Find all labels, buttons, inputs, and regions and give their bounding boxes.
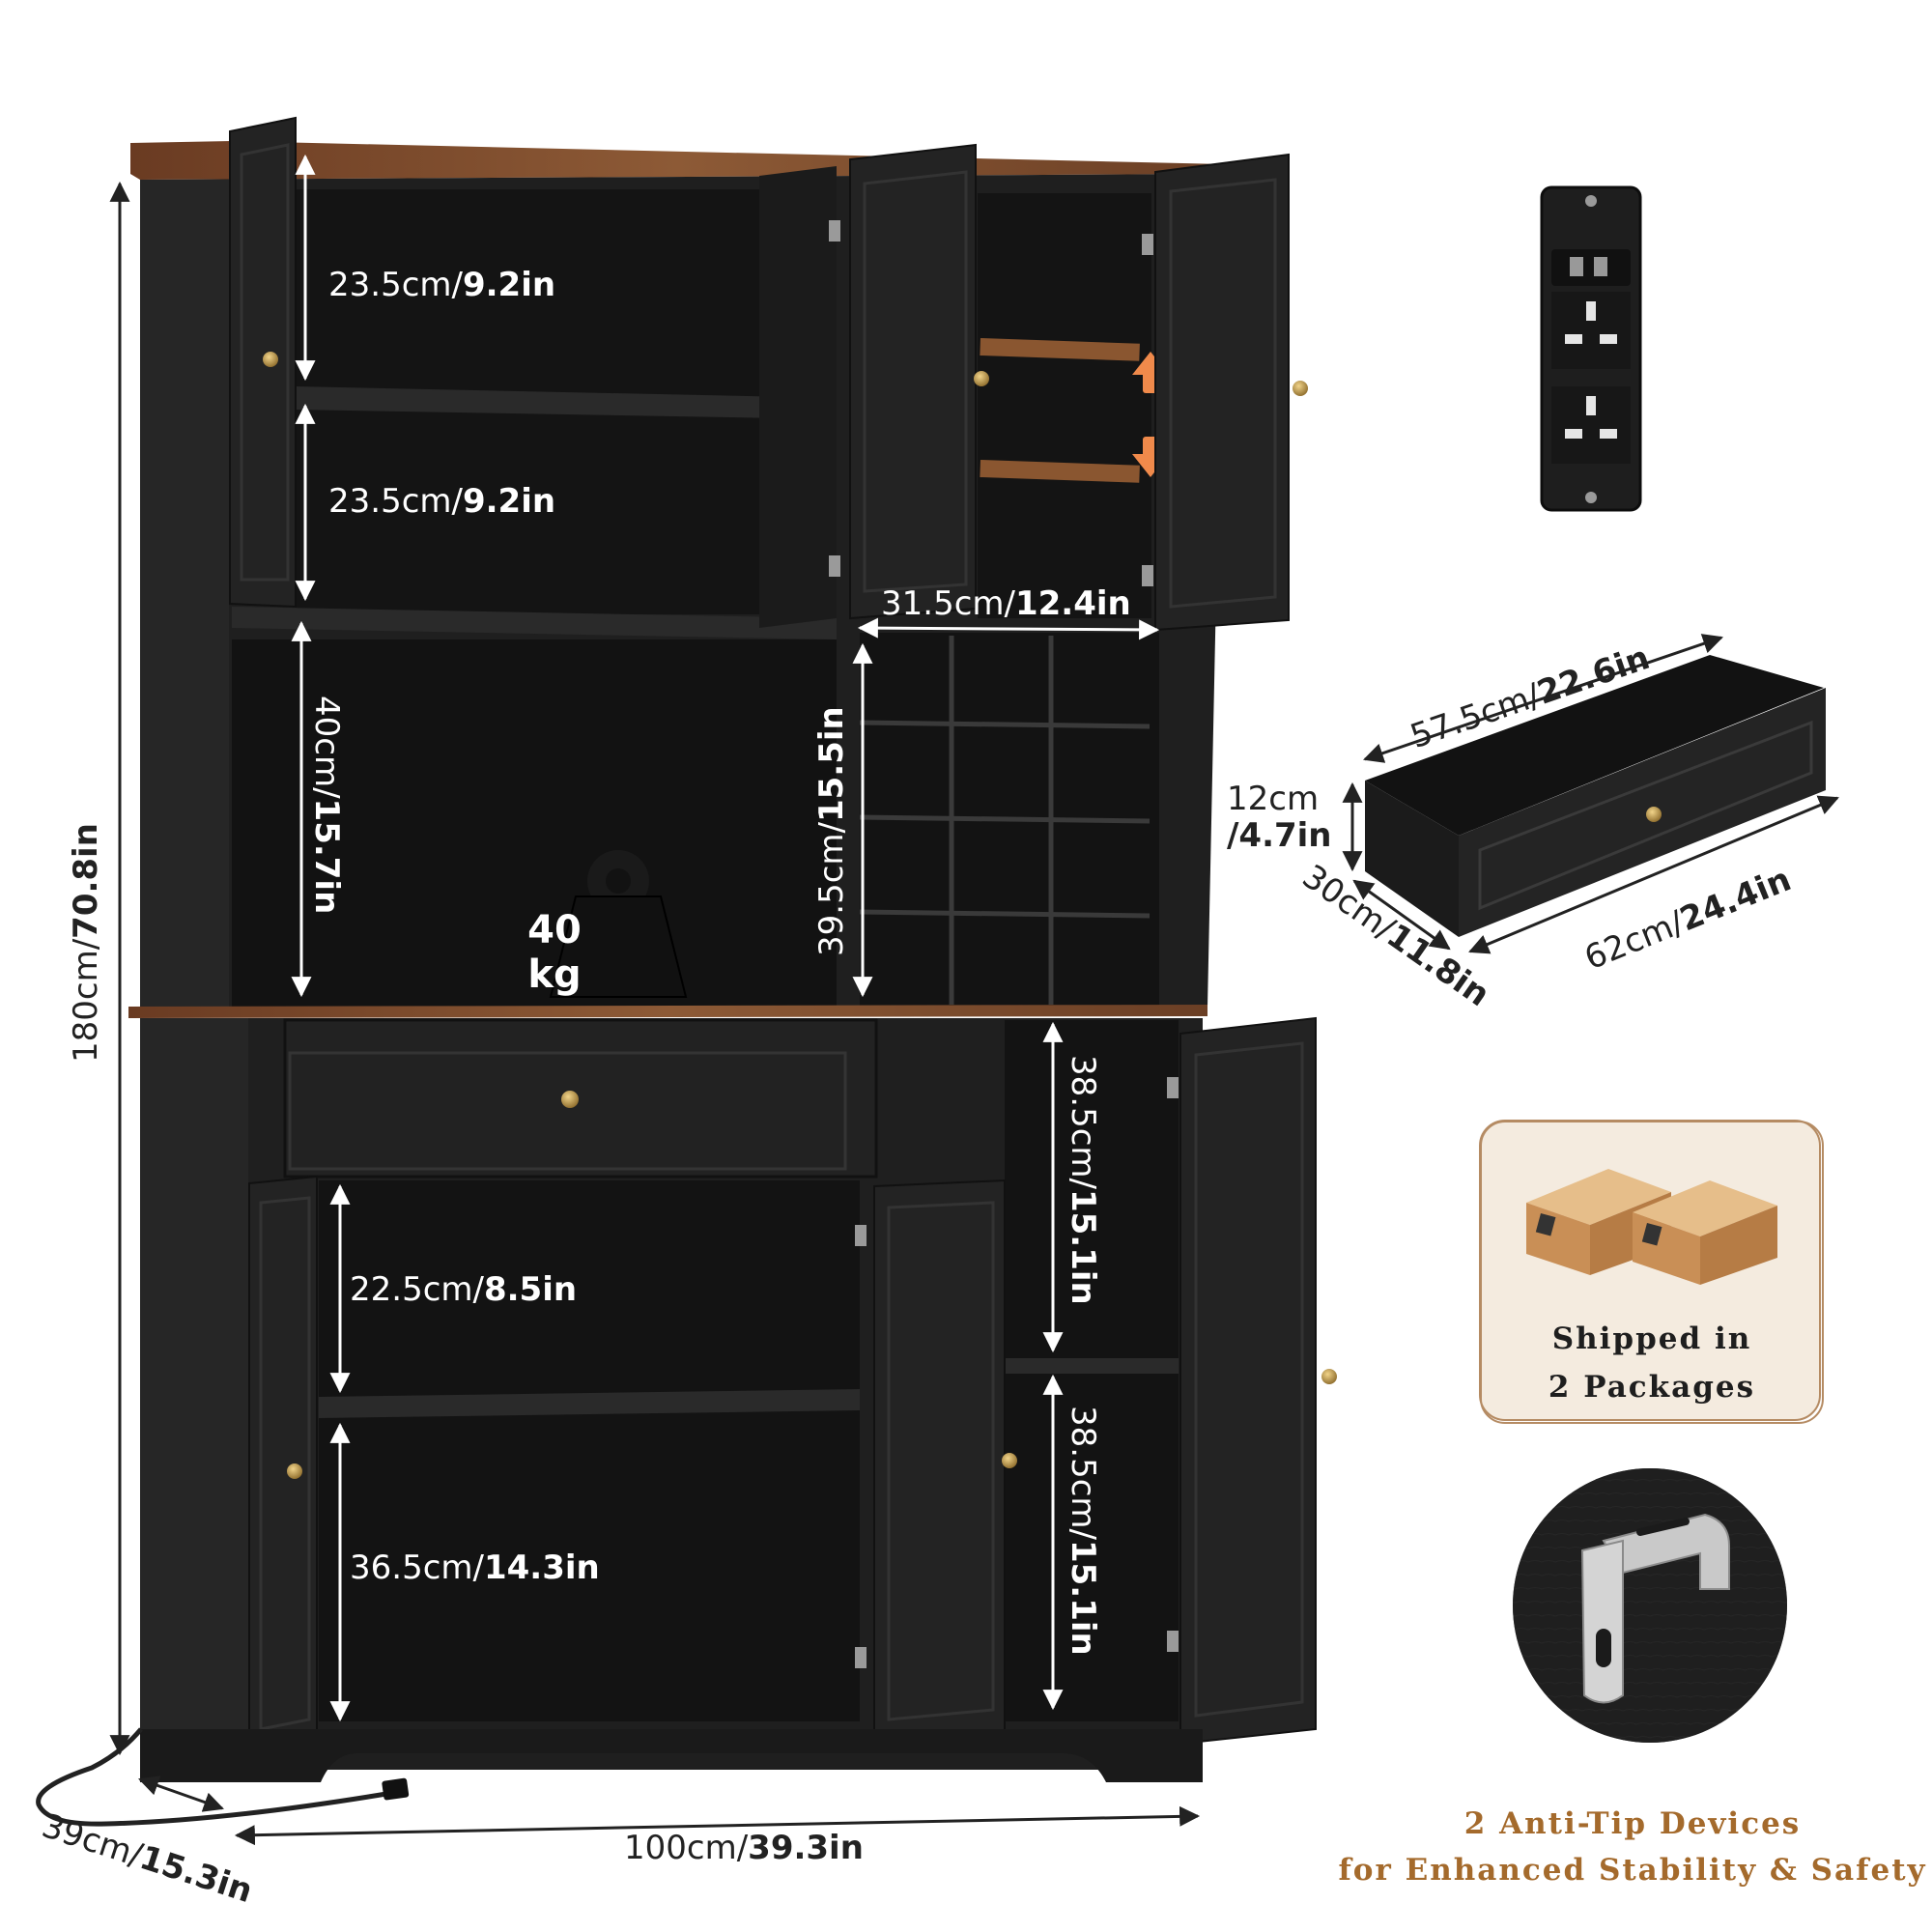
dim-lower-left-2: 36.5cm/14.3in [350,1551,600,1584]
anti-tip-line-2: for Enhanced Stability & Safety [1338,1853,1927,1888]
weight-value: 40 [527,908,582,952]
dim-in: 9.2in [462,482,556,521]
dim-top-shelf-2: 23.5cm/9.2in [328,485,555,518]
lower-right-door [1167,1016,1337,1746]
door-knob [1002,1453,1017,1468]
dim-cm: 39.5cm/ [812,822,851,956]
dim-in: 70.8in [67,823,105,939]
adjustable-shelf-strip-top [980,338,1140,361]
dim-in: 15.1in [1064,1539,1102,1656]
lower-middle-door [855,1179,1017,1748]
dim-lower-left-1: 22.5cm/8.5in [350,1273,577,1306]
power-plug [382,1777,410,1801]
anti-tip-bracket-icon [1513,1468,1787,1743]
dim-drawer-height-in: /4.7in [1227,816,1332,855]
shipping-card: Shipped in 2 Packages [1480,1121,1824,1424]
dim-wine-rack-height: 39.5cm/15.5in [812,706,851,956]
dim-cm: 100cm/ [624,1829,749,1867]
dim-in: 12.4in [1014,584,1131,623]
cabinet [36,116,1337,1827]
upper-middle-doors [759,143,989,628]
dim-cm: 38.5cm/ [1064,1055,1102,1189]
dimension-lines [109,154,1201,1846]
wine-rack [859,633,1159,1007]
drawer-knob [1646,807,1662,822]
middle-wood-countertop [128,1005,1208,1018]
left-side-panel [140,180,229,1010]
lower-left-door [248,1175,318,1755]
dim-wine-rack-width: 31.5cm/12.4in [881,587,1131,620]
upper-shelf-2 [232,607,837,639]
dim-cm: 180cm/ [67,938,105,1063]
upper-shelf-1 [296,386,837,419]
lower-left-side [140,1018,248,1770]
shipping-line-1: Shipped in [1551,1321,1752,1356]
door-knob [974,371,989,386]
weight-unit: kg [527,952,582,997]
door-knob [1293,381,1308,396]
dim-in: 9.2in [462,266,556,304]
lower-right-shelf [1005,1358,1179,1374]
dim-in: 15.5in [812,706,851,823]
drawer-knob[interactable] [561,1091,579,1108]
lower-left-interior [319,1180,860,1721]
door-knob [263,352,278,367]
shipping-line-2: 2 Packages [1548,1370,1756,1405]
dim-total-height: 180cm/70.8in [67,823,105,1063]
adjustable-shelf-strip-bottom [980,459,1140,483]
dim-lower-right-1: 38.5cm/15.1in [1064,1055,1102,1305]
dim-drawer-height-cm: 12cm [1227,780,1320,818]
weight-badge: 40 kg [426,850,683,1014]
dim-lower-right-2: 38.5cm/15.1in [1064,1406,1102,1656]
open-shelf-back [232,639,837,1007]
upper-right-interior [978,193,1151,618]
dim-in: 15.1in [1064,1188,1102,1305]
dim-total-width: 100cm/39.3in [624,1832,864,1864]
dim-cm: 38.5cm/ [1064,1406,1102,1540]
lower-left-shelf [319,1389,860,1418]
door-knob [1321,1369,1337,1384]
dim-cm: 23.5cm/ [328,482,463,521]
door-knob [287,1463,302,1479]
dim-cm: 31.5cm/ [881,584,1015,623]
dim-open-shelf-height: 40cm/15.7in [307,696,346,915]
dim-in: 15.7in [307,798,346,915]
upper-left-door [229,116,297,609]
upper-right-door [1142,153,1308,632]
dim-in: 8.5in [483,1270,578,1309]
cardboard-box-icon [1526,1169,1777,1285]
plinth [140,1729,1203,1782]
drawer-detail [1342,634,1839,954]
dim-cm: 22.5cm/ [350,1270,484,1309]
dim-in: 39.3in [748,1829,864,1867]
front-drawer[interactable] [283,1018,878,1179]
dim-cm: 40cm/ [307,696,346,799]
dim-top-shelf-1: 23.5cm/9.2in [328,269,555,301]
anti-tip-line-1: 2 Anti-Tip Devices [1463,1806,1802,1841]
weight-icon [549,850,688,998]
dim-cm: 23.5cm/ [328,266,463,304]
power-outlet-icon [1540,185,1642,512]
dim-in: 14.3in [483,1548,600,1587]
dim-cm: 36.5cm/ [350,1548,484,1587]
